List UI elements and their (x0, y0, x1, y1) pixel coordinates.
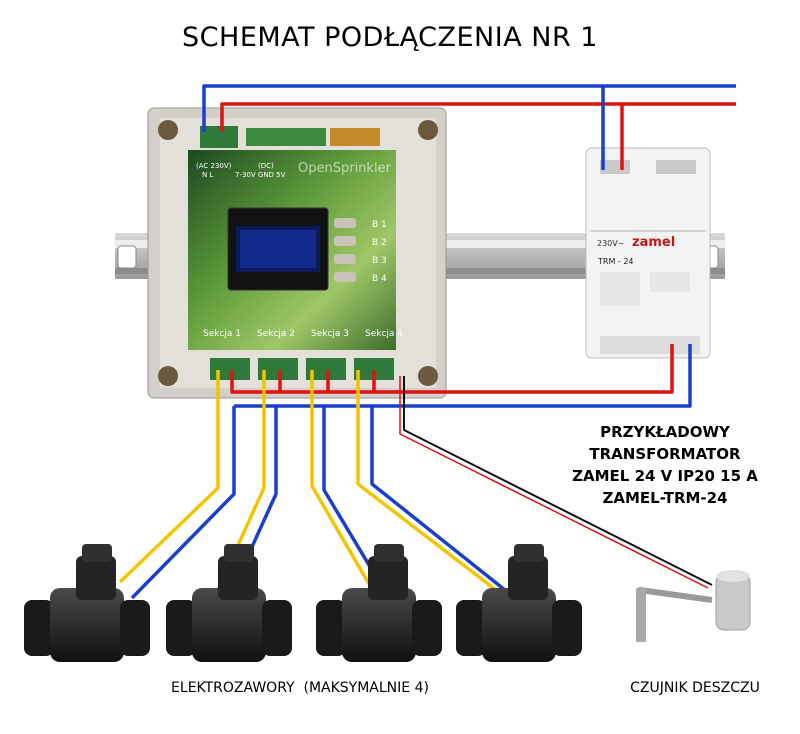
zone-terminal-block (306, 358, 346, 380)
zamel-transformer: 230V~ zamel TRM - 24 (585, 147, 711, 359)
diagram-title: SCHEMAT PODŁĄCZENIA NR 1 (182, 22, 598, 53)
zone-terminal-block (258, 358, 298, 380)
section-label: Sekcja 2 (257, 329, 295, 339)
transformer-voltage: 230V~ (597, 239, 624, 248)
zone-terminal-block (210, 358, 250, 380)
button-label: B 2 (372, 238, 387, 248)
button-b1 (334, 218, 356, 228)
wire-yellow-valve-4 (356, 370, 498, 592)
wire-red-24v-common (230, 344, 674, 394)
wire-blue-24v-common (234, 344, 692, 408)
solenoid-valve-3 (316, 544, 442, 662)
power-terminal-block (200, 126, 238, 148)
transformer-model: TRM - 24 (597, 257, 634, 266)
zone-terminal-block (354, 358, 394, 380)
wire-yellow-valve-3 (310, 370, 378, 597)
section-label: Sekcja 4 (365, 329, 403, 339)
solenoid-valves (24, 544, 582, 662)
solenoid-valve-1 (24, 544, 150, 662)
rain-sensor-caption: CZUJNIK DESZCZU (630, 680, 760, 696)
wires (118, 84, 736, 605)
button-label: B 4 (372, 274, 387, 284)
rain-sensor (636, 570, 751, 642)
transformer-caption-line: TRANSFORMATOR (589, 445, 741, 463)
wire-black-rain-sensor (403, 376, 713, 586)
power-label-nl: N L (202, 171, 213, 179)
section-label: Sekcja 3 (311, 329, 349, 339)
button-b3 (334, 254, 356, 264)
mounting-screw (418, 120, 438, 140)
wire-red-rain-sensor (399, 376, 709, 589)
section-label: Sekcja 1 (203, 329, 241, 339)
valves-caption: ELEKTROZAWORY (MAKSYMALNIE 4) (171, 680, 429, 696)
solenoid-valve-2 (166, 544, 292, 662)
brand-label: OpenSprinkler (298, 161, 392, 176)
transformer-caption: PRZYKŁADOWY TRANSFORMATOR ZAMEL 24 V IP2… (545, 421, 785, 509)
mounting-screw (418, 366, 438, 386)
button-b2 (334, 236, 356, 246)
power-label-ac: (AC 230V) (196, 162, 232, 170)
wire-red-supply (220, 102, 736, 132)
button-label: B 1 (372, 220, 387, 230)
transformer-caption-line: PRZYKŁADOWY (600, 423, 730, 441)
button-b4 (334, 272, 356, 282)
transformer-caption-line: ZAMEL-TRM-24 (602, 489, 728, 507)
controller-buttons: B 1 B 2 B 3 B 4 (334, 218, 387, 284)
button-label: B 3 (372, 256, 387, 266)
wire-yellow-valve-1 (118, 370, 220, 584)
wire-blue-valve-1 (130, 406, 236, 600)
power-label-dc-pins: 7-30V GND 5V (235, 171, 286, 179)
solenoid-valve-4 (456, 544, 582, 662)
transformer-brand: zamel (632, 235, 675, 250)
power-label-dc: (DC) (258, 162, 274, 170)
opensprinkler-controller: (AC 230V) N L (DC) 7-30V GND 5V OpenSpri… (147, 107, 447, 399)
mounting-screw (158, 366, 178, 386)
mounting-screw (158, 120, 178, 140)
transformer-caption-line: ZAMEL 24 V IP20 15 A (572, 467, 758, 485)
wire-blue-supply (202, 84, 736, 132)
wire-blue-valve-4 (370, 406, 512, 596)
